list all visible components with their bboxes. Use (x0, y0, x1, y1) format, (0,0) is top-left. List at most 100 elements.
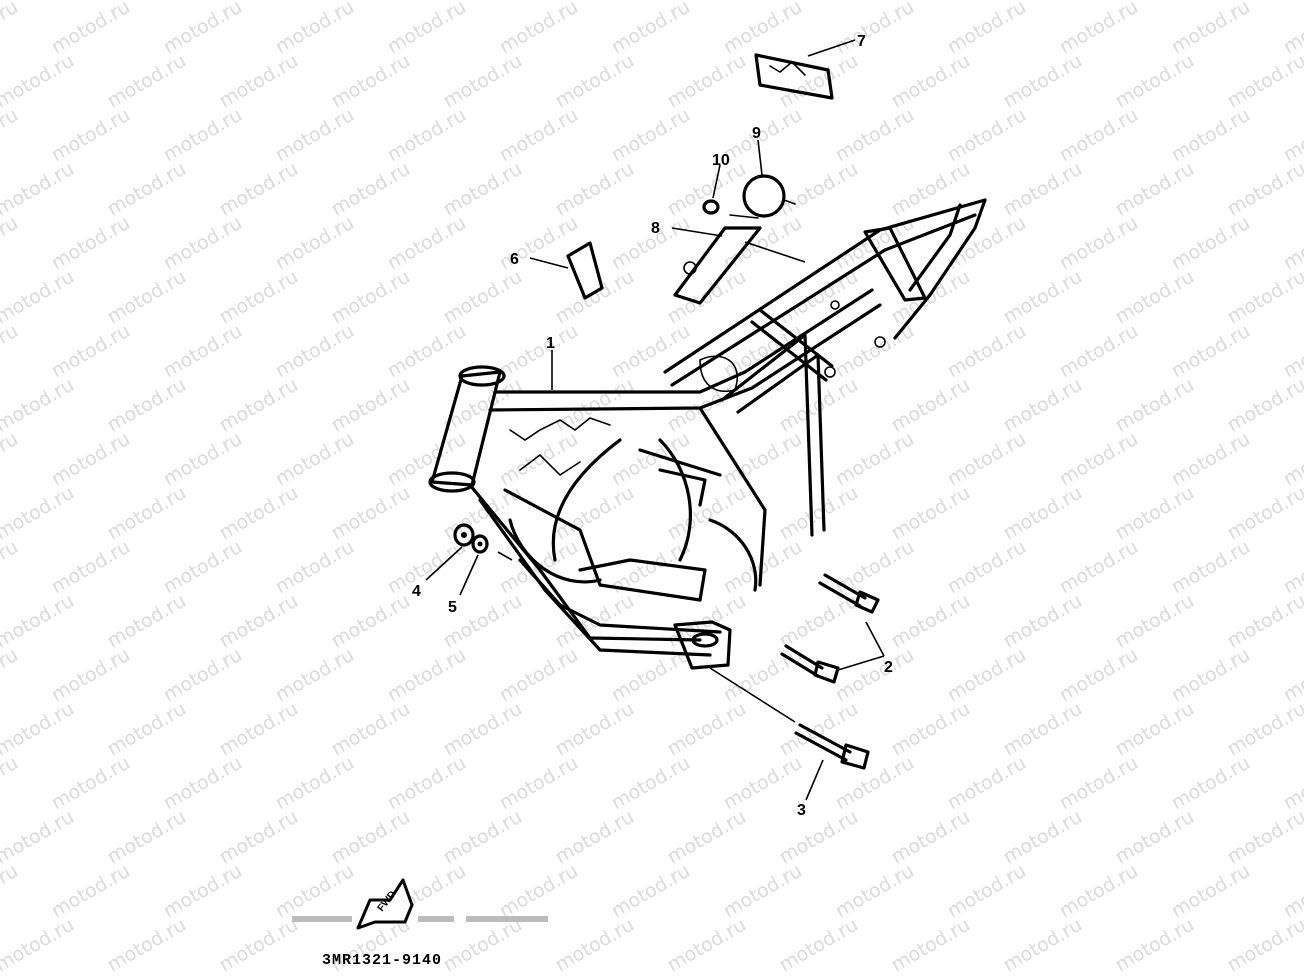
watermark-text: motod.ru (552, 50, 638, 113)
watermark-text: motod.ru (0, 50, 78, 113)
watermark-text: motod.ru (48, 644, 134, 707)
watermark-text: motod.ru (1168, 104, 1254, 167)
watermark-text: motod.ru (384, 212, 470, 275)
watermark-text: motod.ru (216, 374, 302, 437)
watermark-text: motod.ru (944, 104, 1030, 167)
watermark-text: motod.ru (552, 482, 638, 545)
watermark-text: motod.ru (104, 266, 190, 329)
callout-1: 1 (546, 335, 555, 352)
watermark-text: motod.ru (1280, 860, 1304, 923)
watermark-text: motod.ru (272, 212, 358, 275)
watermark-text: motod.ru (272, 752, 358, 815)
watermark-text: motod.ru (160, 536, 246, 599)
callout-4: 4 (412, 583, 421, 600)
watermark-text: motod.ru (1112, 266, 1198, 329)
watermark-text: motod.ru (832, 428, 918, 491)
watermark-text: motod.ru (1280, 644, 1304, 707)
grommet (702, 199, 720, 215)
watermark-text: motod.ru (440, 50, 526, 113)
watermark-text: motod.ru (272, 320, 358, 383)
watermark-text: motod.ru (888, 914, 974, 977)
watermark-text: motod.ru (1224, 806, 1304, 869)
watermark-text: motod.ru (944, 860, 1030, 923)
watermark-text: motod.ru (944, 752, 1030, 815)
fwd-arrow-icon: FWD (356, 878, 414, 930)
watermark-text: motod.ru (888, 482, 974, 545)
watermark-text: motod.ru (1112, 806, 1198, 869)
watermark-text: motod.ru (48, 212, 134, 275)
watermark-text: motod.ru (440, 806, 526, 869)
watermark-text: motod.ru (1000, 158, 1086, 221)
watermark-text: motod.ru (0, 644, 22, 707)
watermark-text: motod.ru (1168, 212, 1254, 275)
callout-7: 7 (857, 33, 866, 50)
watermark-text: motod.ru (104, 50, 190, 113)
watermark-text: motod.ru (552, 698, 638, 761)
watermark-text: motod.ru (160, 212, 246, 275)
watermark-text: motod.ru (1000, 914, 1086, 977)
watermark-text: motod.ru (1112, 374, 1198, 437)
watermark-text: motod.ru (1112, 914, 1198, 977)
watermark-text: motod.ru (1056, 320, 1142, 383)
callout-3: 3 (797, 802, 806, 819)
long-bolt (794, 723, 870, 770)
watermark-text: motod.ru (48, 752, 134, 815)
watermark-text: motod.ru (216, 914, 302, 977)
watermark-text: motod.ru (272, 428, 358, 491)
watermark-text: motod.ru (944, 428, 1030, 491)
watermark-text: motod.ru (48, 428, 134, 491)
watermark-text: motod.ru (1056, 860, 1142, 923)
faint-print-marks (292, 916, 548, 922)
watermark-text: motod.ru (552, 374, 638, 437)
watermark-text: motod.ru (1280, 428, 1304, 491)
callout-labels: 1 2 3 4 5 6 7 8 9 10 (412, 33, 893, 819)
watermark-text: motod.ru (1168, 320, 1254, 383)
watermark-text: motod.ru (328, 266, 414, 329)
sleeve-tube (673, 214, 762, 305)
watermark-text: motod.ru (1224, 914, 1304, 977)
watermark-text: motod.ru (720, 0, 806, 58)
watermark-text: motod.ru (328, 482, 414, 545)
watermark-text: motod.ru (496, 428, 582, 491)
watermark-text: motod.ru (0, 428, 22, 491)
watermark-text: motod.ru (776, 158, 862, 221)
bolt-pair (780, 573, 880, 684)
watermark-text: motod.ru (944, 320, 1030, 383)
watermark-text: motod.ru (832, 536, 918, 599)
watermark-text: motod.ru (216, 482, 302, 545)
watermark-text: motod.ru (552, 914, 638, 977)
watermark-text: motod.ru (1168, 536, 1254, 599)
callout-5: 5 (448, 599, 457, 616)
watermark-text: motod.ru (48, 536, 134, 599)
watermark-text: motod.ru (104, 698, 190, 761)
watermark-text: motod.ru (888, 806, 974, 869)
watermark-text: motod.ru (384, 0, 470, 58)
watermark-text: motod.ru (440, 914, 526, 977)
watermark-text: motod.ru (0, 536, 22, 599)
watermark-text: motod.ru (1000, 374, 1086, 437)
watermark-text: motod.ru (1056, 104, 1142, 167)
watermark-text: motod.ru (608, 428, 694, 491)
watermark-text: motod.ru (160, 860, 246, 923)
watermark-text: motod.ru (216, 158, 302, 221)
watermark-text: motod.ru (1112, 698, 1198, 761)
watermark-text: motod.ru (328, 374, 414, 437)
watermark-text: motod.ru (272, 644, 358, 707)
watermark-text: motod.ru (1056, 644, 1142, 707)
watermark-text: motod.ru (720, 104, 806, 167)
watermark-text: motod.ru (552, 806, 638, 869)
watermark-text: motod.ru (608, 320, 694, 383)
watermark-text: motod.ru (272, 860, 358, 923)
watermark-text: motod.ru (384, 644, 470, 707)
watermark-text: motod.ru (496, 644, 582, 707)
watermark-text: motod.ru (552, 266, 638, 329)
watermark-text: motod.ru (160, 428, 246, 491)
watermark-text: motod.ru (104, 806, 190, 869)
watermark-text: motod.ru (0, 590, 78, 653)
watermark-text: motod.ru (0, 806, 78, 869)
watermark-text: motod.ru (664, 806, 750, 869)
watermark-text: motod.ru (1168, 752, 1254, 815)
watermark-text: motod.ru (664, 698, 750, 761)
